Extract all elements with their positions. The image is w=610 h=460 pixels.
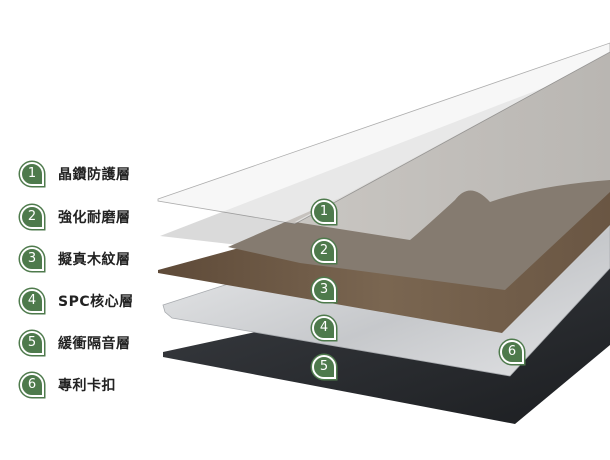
legend-item: 5 緩衝隔音層	[20, 330, 131, 356]
legend-badge: 1	[20, 162, 44, 186]
marker-4: 4	[312, 316, 336, 340]
legend-badge: 6	[20, 373, 44, 397]
legend-label: SPC核心層	[58, 294, 134, 310]
protective-film	[157, 42, 610, 225]
marker-1: 1	[312, 200, 336, 224]
legend-badge: 3	[20, 247, 44, 271]
legend-item: 2 強化耐磨層	[20, 204, 131, 230]
legend-badge: 5	[20, 331, 44, 355]
marker-3: 3	[312, 278, 336, 302]
legend-label: 專利卡扣	[58, 378, 116, 394]
marker-2: 2	[312, 239, 336, 263]
legend-label: 晶鑽防護層	[58, 167, 131, 183]
marker-5: 5	[312, 355, 336, 379]
marker-6: 6	[500, 340, 524, 364]
legend-item: 6 專利卡扣	[20, 372, 116, 398]
legend-item: 4 SPC核心層	[20, 288, 134, 314]
legend-label: 強化耐磨層	[58, 210, 131, 226]
legend-badge: 2	[20, 205, 44, 229]
legend-label: 擬真木紋層	[58, 252, 131, 268]
legend-item: 3 擬真木紋層	[20, 246, 131, 272]
legend-label: 緩衝隔音層	[58, 336, 131, 352]
decor-top	[295, 52, 610, 240]
legend-badge: 4	[20, 289, 44, 313]
legend-item: 1 晶鑽防護層	[20, 161, 131, 187]
